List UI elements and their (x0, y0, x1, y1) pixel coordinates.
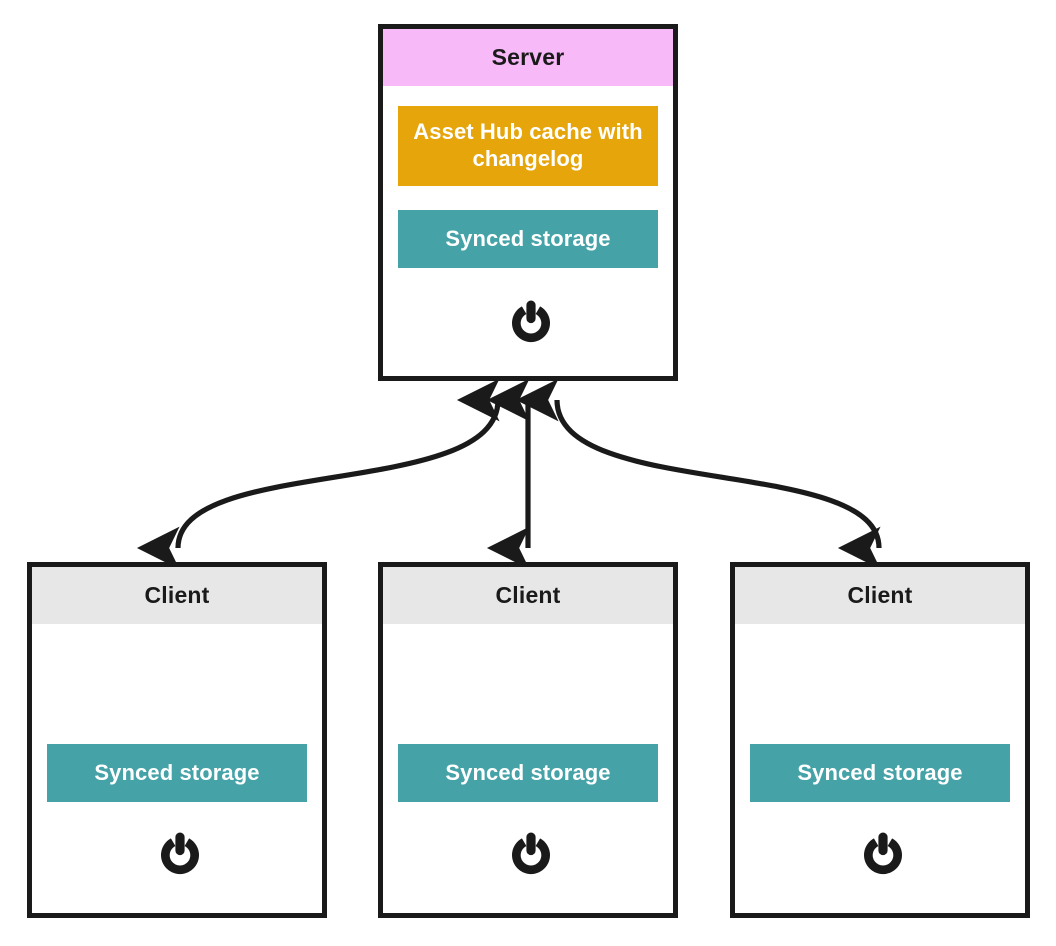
client-synced-storage-block-2[interactable]: Synced storage (398, 744, 658, 802)
server-synced-storage-block[interactable]: Synced storage (398, 210, 658, 268)
connection-server-client-right (515, 378, 882, 570)
connection-server-client-left (136, 378, 501, 570)
power-icon (156, 830, 204, 880)
client-node-1[interactable]: Client Synced storage (27, 562, 327, 918)
power-icon (859, 830, 907, 880)
server-header: Server (383, 29, 673, 86)
server-node[interactable]: Server Asset Hub cache with changelog Sy… (378, 24, 678, 381)
power-icon (507, 830, 555, 880)
client-node-3[interactable]: Client Synced storage (730, 562, 1030, 918)
client-header-1: Client (32, 567, 322, 624)
power-icon (507, 298, 555, 348)
client-synced-storage-block-3[interactable]: Synced storage (750, 744, 1010, 802)
client-synced-storage-block-1[interactable]: Synced storage (47, 744, 307, 802)
client-node-2[interactable]: Client Synced storage (378, 562, 678, 918)
client-header-3: Client (735, 567, 1025, 624)
client-header-2: Client (383, 567, 673, 624)
asset-hub-cache-block[interactable]: Asset Hub cache with changelog (398, 106, 658, 186)
